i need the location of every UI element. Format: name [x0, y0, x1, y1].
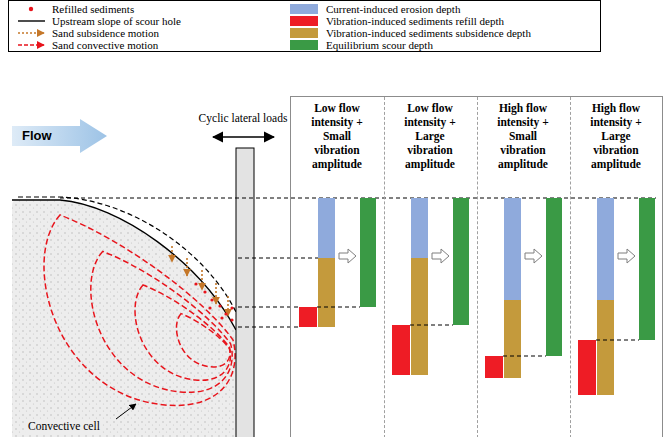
equilibrium-bar	[639, 198, 655, 340]
transition-arrow	[432, 249, 449, 263]
legend-swatch	[290, 16, 318, 26]
load-arrow	[213, 136, 274, 138]
leader-line	[116, 404, 136, 419]
annotation-label: Cyclic lateral loads	[197, 111, 290, 125]
erosion-bar	[597, 198, 614, 300]
pile	[236, 148, 254, 437]
refill-bar	[299, 307, 317, 327]
seabed	[12, 200, 236, 437]
polygon-shape	[12, 119, 107, 153]
scour-slope	[12, 200, 236, 330]
erosion-bar	[318, 198, 335, 258]
legend-swatch	[290, 4, 318, 14]
legend-text: Vibration-induced sediments refill depth	[326, 15, 504, 27]
transition-arrow	[618, 249, 635, 263]
column-divider	[477, 97, 478, 437]
legend-swatch	[290, 40, 318, 50]
level-line	[503, 356, 546, 357]
level-line	[60, 198, 656, 199]
scenario-heading: Low flow intensity + Small vibration amp…	[307, 101, 367, 171]
level-line	[596, 340, 639, 341]
annotation-label: Convective cell	[26, 419, 102, 433]
refill-bar	[485, 356, 503, 378]
level-line	[238, 258, 318, 259]
subsidence-arrows	[172, 246, 228, 316]
transition-arrow	[525, 249, 542, 263]
equilibrium-bar	[453, 198, 469, 325]
scenario-heading: High flow intensity + Large vibration am…	[586, 101, 646, 171]
scenario-panel: Low flow intensity + Small vibration amp…	[290, 96, 663, 437]
convective-cells	[44, 215, 235, 405]
equilibrium-bar	[360, 198, 376, 307]
subsidence-bar	[318, 258, 335, 327]
equilibrium-bar	[546, 198, 562, 356]
legend-text: Equilibrium scour depth	[326, 39, 433, 51]
legend-text: Sand subsidence motion	[52, 27, 159, 39]
column-divider	[384, 97, 385, 437]
legend-text: Sand convective motion	[52, 39, 158, 51]
flow-label: Flow	[22, 128, 52, 144]
initial-slope	[18, 197, 236, 312]
legend-frame	[9, 1, 601, 52]
legend-text: Current-induced erosion depth	[326, 3, 460, 15]
legend-text: Upstream slope of scour hole	[52, 15, 181, 27]
erosion-bar	[411, 198, 428, 258]
legend-text: Vibration-induced sediments subsidence d…	[326, 27, 531, 39]
dotted-arrow-sample	[18, 32, 44, 34]
subsidence-bar	[597, 300, 614, 395]
scenario-heading: High flow intensity + Small vibration am…	[493, 101, 553, 171]
scenario-heading: Low flow intensity + Large vibration amp…	[400, 101, 460, 171]
column-divider	[570, 97, 571, 437]
level-line	[317, 307, 360, 308]
dashed-arrow-sample	[18, 44, 44, 46]
refill-bar	[392, 325, 410, 375]
legend-swatch	[290, 28, 318, 38]
level-line	[410, 325, 453, 326]
dot-sample	[29, 7, 33, 11]
subsidence-bar	[411, 258, 428, 375]
line-sample	[18, 20, 45, 21]
transition-arrow	[339, 249, 356, 263]
legend-text: Refilled sediments	[52, 3, 134, 15]
erosion-bar	[504, 198, 521, 300]
refilled-dots	[194, 282, 233, 321]
refill-bar	[578, 340, 596, 395]
subsidence-bar	[504, 300, 521, 378]
flow-arrow: Flow	[12, 119, 107, 153]
